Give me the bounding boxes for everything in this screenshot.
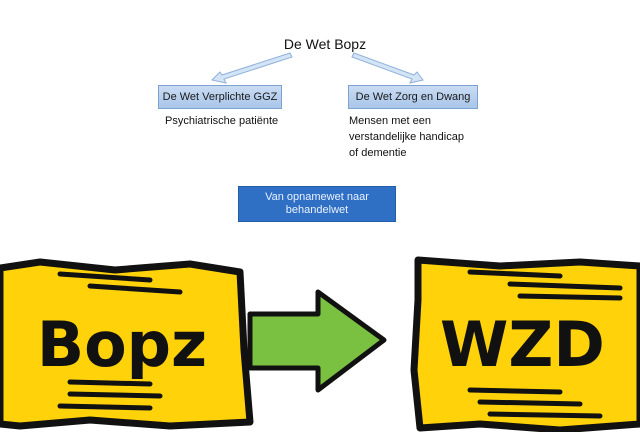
bopz-document: Bopz bbox=[0, 258, 254, 430]
wzd-label: WZD bbox=[440, 308, 605, 381]
conclusion-box: Van opnamewet naar behandelwet bbox=[238, 186, 396, 222]
arrow-to-left-box bbox=[210, 52, 293, 84]
bopz-to-wzd-illustration: Bopz WZD bbox=[0, 256, 640, 432]
right-description: Mensen met een verstandelijke handicap o… bbox=[349, 113, 489, 161]
wzd-document: WZD bbox=[410, 256, 640, 432]
conclusion-line: behandelwet bbox=[285, 204, 349, 216]
bopz-label: Bopz bbox=[37, 308, 207, 381]
right-description-line: verstandelijke handicap bbox=[349, 131, 464, 143]
conclusion-line: Van opnamewet naar bbox=[265, 191, 369, 203]
arrow-to-right-box bbox=[351, 52, 424, 84]
connector-arrows bbox=[210, 52, 424, 84]
green-arrow-icon bbox=[247, 289, 387, 393]
right-description-line: of dementie bbox=[349, 147, 407, 159]
left-description: Psychiatrische patiënte bbox=[165, 113, 278, 129]
box-wet-verplichte-ggz: De Wet Verplichte GGZ bbox=[158, 85, 282, 109]
diagram-title: De Wet Bopz bbox=[283, 36, 367, 52]
box-wet-zorg-en-dwang: De Wet Zorg en Dwang bbox=[348, 85, 478, 109]
right-description-line: Mensen met een bbox=[349, 115, 431, 127]
left-description-line: Psychiatrische patiënte bbox=[165, 115, 279, 127]
